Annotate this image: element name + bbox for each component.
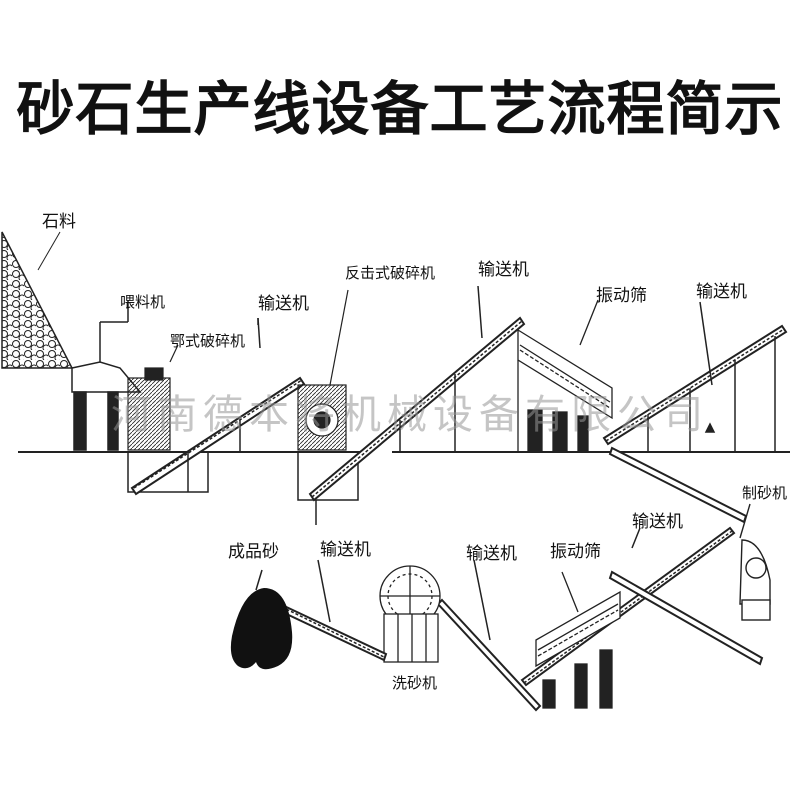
label-conveyor-6: 输送机 — [632, 512, 683, 532]
label-vibrating-screen-2: 振动筛 — [550, 542, 601, 562]
conveyor-1-icon — [127, 317, 306, 496]
company-watermark: 河南德本将机械设备有限公司 — [111, 392, 709, 438]
conveyor-2-icon — [297, 285, 526, 525]
sand-washer-icon — [379, 565, 441, 663]
vibrating-screen-2-icon — [535, 571, 621, 709]
jaw-crusher-icon — [127, 344, 179, 451]
sand-maker-icon — [739, 503, 771, 621]
label-conveyor-2: 输送机 — [478, 260, 529, 280]
impact-crusher-icon — [297, 289, 349, 451]
label-sand-washer: 洗砂机 — [392, 674, 438, 692]
conveyor-3-icon — [602, 301, 788, 452]
label-conveyor-5: 输送机 — [466, 544, 517, 564]
label-jaw-crusher: 鄂式破碎机 — [170, 332, 246, 350]
stone-pile-icon — [1, 231, 74, 369]
conveyor-6-icon — [520, 526, 736, 687]
vibrating-screen-1-icon — [517, 299, 613, 453]
label-feeder: 喂料机 — [120, 293, 166, 311]
diagram-title: 砂石生产线设备工艺流程简示 — [16, 75, 784, 143]
label-conveyor-3: 输送机 — [696, 282, 747, 302]
label-vibrating-screen-1: 振动筛 — [596, 286, 647, 306]
label-conveyor-1: 输送机 — [258, 294, 309, 314]
return-conveyor-icon — [608, 446, 748, 524]
conveyor-5-icon — [436, 559, 542, 712]
label-impact-crusher: 反击式破碎机 — [345, 264, 436, 282]
label-sand-maker: 制砂机 — [742, 484, 788, 502]
label-conveyor-4: 输送机 — [320, 540, 371, 560]
label-stone: 石料 — [42, 212, 76, 232]
finished-sand-pile-icon — [230, 569, 293, 670]
conveyor-4-icon — [276, 559, 388, 662]
label-finished-sand: 成品砂 — [228, 542, 279, 562]
recycle-conveyor-icon — [608, 570, 764, 666]
